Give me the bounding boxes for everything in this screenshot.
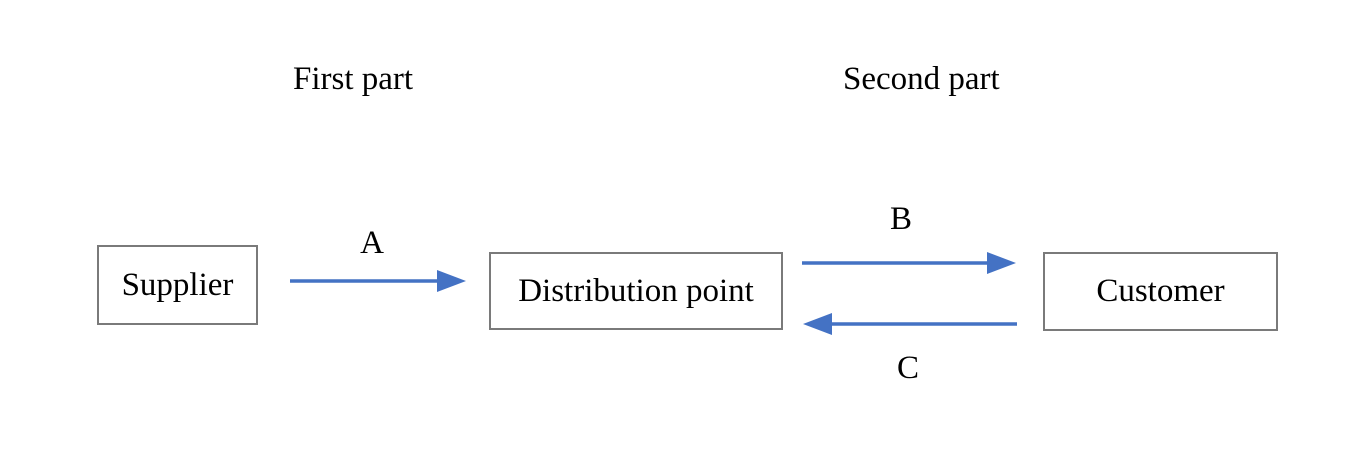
section-label-first-part: First part <box>293 61 414 97</box>
arrow-a-label: A <box>360 225 384 261</box>
node-customer: Customer <box>1043 252 1278 331</box>
node-supplier: Supplier <box>97 245 258 325</box>
arrow-c-label: C <box>896 350 920 386</box>
arrow-a-right-arrowhead-icon <box>437 270 466 292</box>
arrow-c-left-arrowhead-icon <box>803 313 832 335</box>
arrow-b-right-arrowhead-icon <box>987 252 1016 274</box>
section-label-second-part: Second part <box>843 61 1000 97</box>
node-distribution-point: Distribution point <box>489 252 783 330</box>
arrow-c-customer-to-distribution <box>803 313 1017 335</box>
arrow-a-supplier-to-distribution <box>290 270 466 292</box>
node-supplier-label: Supplier <box>121 266 234 303</box>
node-customer-label: Customer <box>1096 273 1225 309</box>
arrow-b-distribution-to-customer <box>802 252 1016 274</box>
node-distribution-point-label: Distribution point <box>518 272 754 309</box>
arrow-b-label: B <box>889 201 913 237</box>
